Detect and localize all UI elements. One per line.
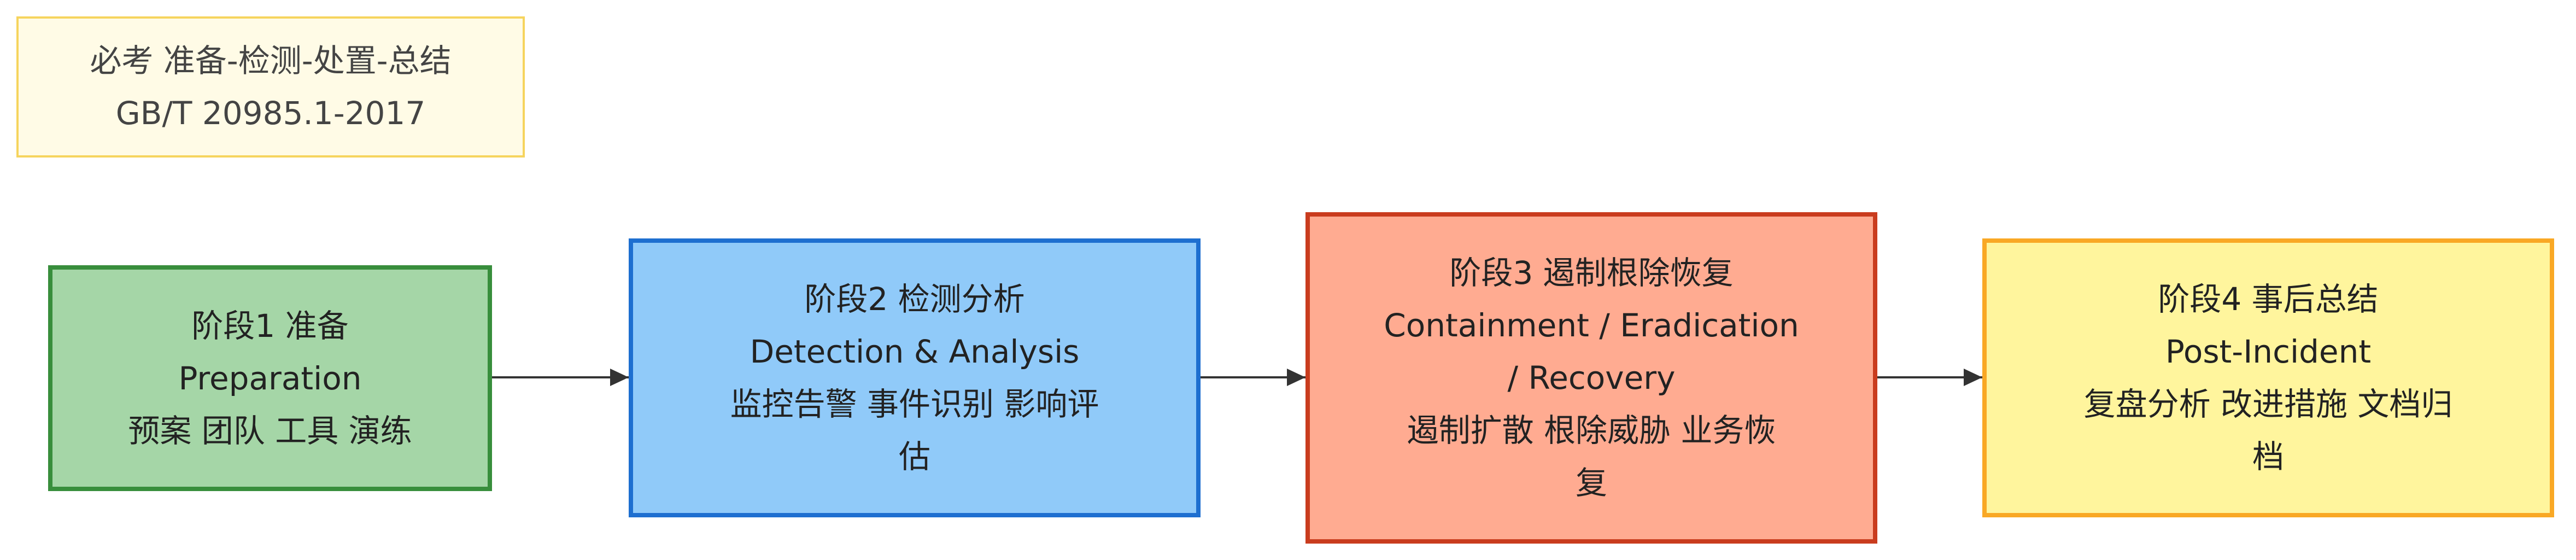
stage-2-english: Detection & Analysis [750,333,1080,370]
arrowhead-stage2 [610,369,629,386]
stage-3-containment-node: 阶段3 遏制根除恢复 Containment / Eradication / R… [1305,212,1877,544]
stage-1-preparation-node: 阶段1 准备 Preparation 预案 团队 工具 演练 [48,265,492,491]
stage-1-english: Preparation [178,359,362,397]
stage-1-title: 阶段1 准备 [191,307,349,345]
stage-3-title: 阶段3 遏制根除恢复 [1449,254,1734,291]
stage-2-title: 阶段2 检测分析 [804,281,1025,318]
stage-4-english: Post-Incident [2165,333,2372,370]
stage-3-english-line-1: Containment / Eradication [1384,307,1799,344]
stage-4-title: 阶段4 事后总结 [2158,281,2379,318]
stage-3-english-line-2: / Recovery [1507,359,1676,396]
arrowhead-stage4 [1964,369,1982,386]
stage-2-tasks-line-1: 监控告警 事件识别 影响评 [730,386,1099,423]
arrowhead-stage3 [1287,369,1305,386]
stage-3-tasks-line-1: 遏制扩散 根除威胁 业务恢 [1407,412,1776,449]
stage-2-tasks-line-2: 估 [898,438,930,475]
stage-4-tasks-line-1: 复盘分析 改进措施 文档归 [2083,386,2453,423]
stage-4-post-incident-node: 阶段4 事后总结 Post-Incident 复盘分析 改进措施 文档归 档 [1982,238,2554,517]
stage-1-tasks: 预案 团队 工具 演练 [128,412,412,450]
stage-3-tasks-line-2: 复 [1575,464,1607,501]
exam-note-box: 必考 准备-检测-处置-总结 GB/T 20985.1-2017 [16,16,525,158]
note-line-1: 必考 准备-检测-处置-总结 [90,42,452,79]
note-line-2: GB/T 20985.1-2017 [115,95,426,132]
stage-2-detection-node: 阶段2 检测分析 Detection & Analysis 监控告警 事件识别 … [629,238,1201,517]
stage-4-tasks-line-2: 档 [2252,438,2284,475]
